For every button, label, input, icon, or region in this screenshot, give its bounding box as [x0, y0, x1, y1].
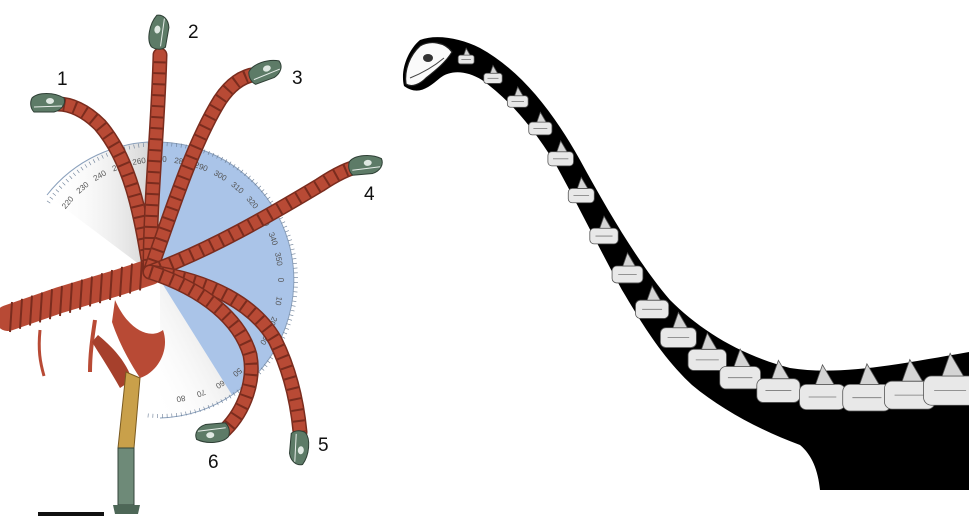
protractor-tick [292, 301, 296, 302]
forearm-bones [118, 448, 134, 505]
skull-pose-5 [289, 430, 310, 465]
protractor-tick [47, 201, 50, 203]
manus [113, 505, 140, 514]
skull-orbit [46, 98, 54, 104]
protractor-tick [289, 315, 293, 316]
right-panel-neck-silhouette [403, 37, 969, 490]
protractor-tick [292, 306, 296, 307]
pose-label-6: 6 [208, 452, 219, 473]
protractor-tick [287, 324, 291, 325]
skull-pose-3 [246, 56, 284, 85]
protractor-tick [288, 319, 292, 320]
protractor-tick [283, 226, 287, 228]
scale-bar [38, 512, 104, 516]
protractor-tick [287, 235, 291, 236]
rib [90, 320, 95, 372]
protractor-tick [285, 231, 289, 232]
forelimb [92, 300, 165, 514]
skull-pose-4 [348, 154, 383, 175]
skull-pose-6 [195, 423, 230, 444]
protractor-tick [291, 249, 295, 250]
skull-pose-1 [31, 94, 65, 113]
pose-label-2: 2 [188, 22, 199, 43]
pose-label-1: 1 [57, 69, 68, 90]
body-silhouette [403, 37, 969, 490]
left-panel-neck-poses: 2202302402502602702802903003103203303403… [8, 14, 383, 516]
trunk-column [8, 272, 150, 318]
rib [39, 330, 44, 376]
protractor-tick [292, 258, 296, 259]
pose-label-3: 3 [292, 68, 303, 89]
protractor-tick-label: 0 [276, 278, 285, 283]
protractor-tick [281, 222, 285, 224]
pose-label-5: 5 [318, 435, 329, 456]
protractor-tick [285, 328, 289, 329]
protractor-tick [291, 310, 295, 311]
protractor-tick [289, 244, 293, 245]
protractor-tick [292, 254, 296, 255]
protractor-tick [283, 332, 287, 334]
skull-orbit [423, 54, 433, 62]
skull-pose-2 [147, 14, 171, 51]
pose-label-4: 4 [364, 184, 375, 205]
protractor-tick [288, 240, 292, 241]
